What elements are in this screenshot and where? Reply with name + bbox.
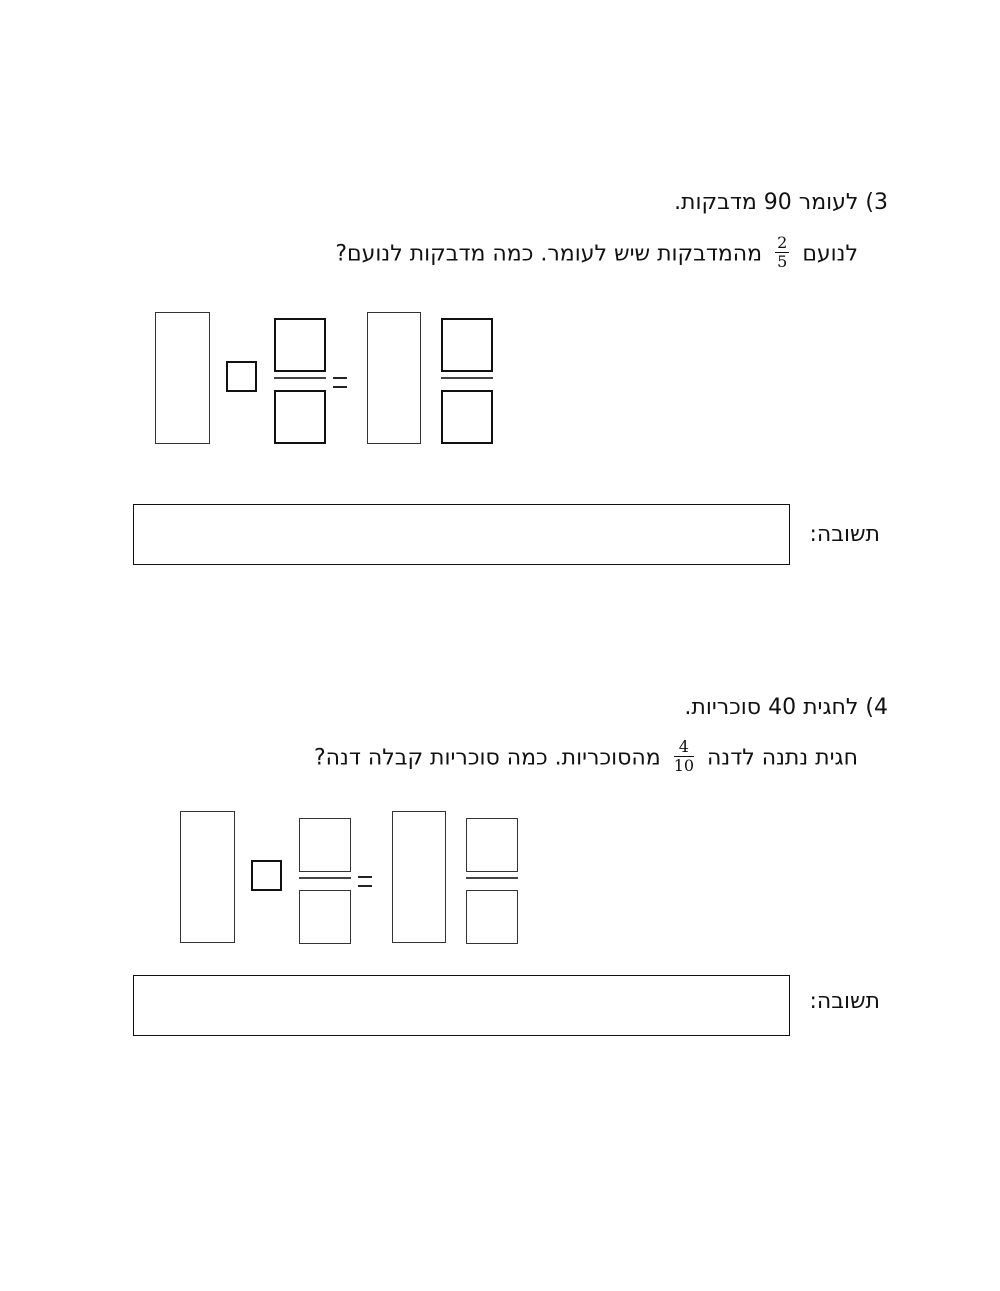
answer-label: תשובה:: [809, 522, 880, 547]
question-fraction: 4 10: [673, 738, 695, 775]
result-denominator-input[interactable]: [441, 390, 493, 444]
question-4-line-1: 4) לחגית 40 סוכריות.: [684, 693, 888, 723]
answer-label: תשובה:: [809, 989, 880, 1014]
question-number: 4): [865, 695, 888, 720]
answer-input[interactable]: [133, 504, 790, 565]
question-text: לעומר 90 מדבקות.: [674, 190, 859, 215]
equals-sign: [358, 876, 372, 887]
denominator-input[interactable]: [274, 390, 326, 444]
question-text-before-fraction: חגית נתנה לדנה: [707, 745, 858, 771]
question-text-after-fraction: מהסוכריות. כמה סוכריות קבלה דנה?: [313, 745, 661, 771]
fraction-numerator: 4: [673, 738, 695, 757]
result-numerator-input[interactable]: [466, 818, 518, 872]
numerator-input[interactable]: [299, 818, 351, 872]
question-3-line-2: לנועם 2 5 מהמדבקות שיש לעומר. כמה מדבקות…: [335, 233, 858, 273]
question-3-line-1: 3) לעומר 90 מדבקות.: [674, 188, 888, 218]
whole-number-input[interactable]: [155, 312, 210, 444]
result-denominator-input[interactable]: [466, 890, 518, 944]
question-4-line-2: חגית נתנה לדנה 4 10 מהסוכריות. כמה סוכרי…: [313, 738, 858, 777]
question-text-before-fraction: לנועם: [802, 241, 858, 267]
result-whole-input[interactable]: [392, 811, 446, 943]
equals-sign: [333, 377, 347, 388]
operator-input[interactable]: [226, 361, 257, 392]
result-numerator-input[interactable]: [441, 318, 493, 372]
answer-input[interactable]: [133, 975, 790, 1036]
whole-number-input[interactable]: [180, 811, 235, 943]
question-fraction: 2 5: [775, 233, 790, 271]
result-fraction-bar: [441, 377, 493, 379]
result-whole-input[interactable]: [367, 312, 421, 444]
fraction-denominator: 5: [777, 252, 788, 271]
fraction-denominator: 10: [673, 756, 695, 775]
operator-input[interactable]: [251, 860, 282, 891]
fraction-numerator: 2: [775, 233, 790, 253]
question-number: 3): [865, 190, 888, 215]
fraction-bar: [299, 877, 351, 879]
question-text-after-fraction: מהמדבקות שיש לעומר. כמה מדבקות לנועם?: [335, 241, 763, 267]
fraction-bar: [274, 377, 326, 379]
denominator-input[interactable]: [299, 890, 351, 944]
result-fraction-bar: [466, 877, 518, 879]
numerator-input[interactable]: [274, 318, 326, 372]
question-text: לחגית 40 סוכריות.: [684, 695, 859, 720]
